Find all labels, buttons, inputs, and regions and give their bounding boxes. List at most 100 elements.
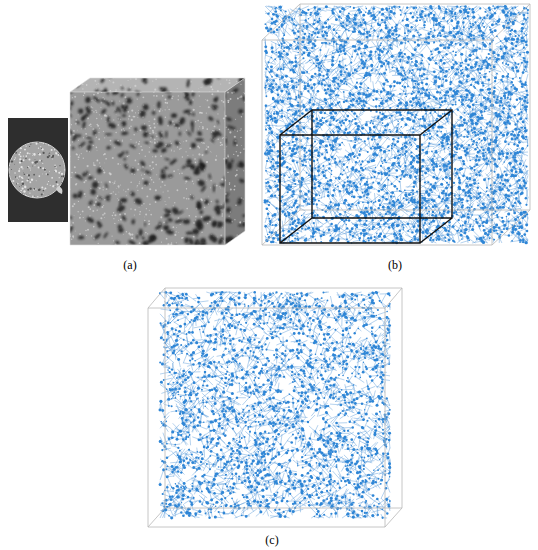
matrix-grain [229,243,231,245]
matrix-grain [154,142,156,144]
slice-speckle [48,154,49,155]
matrix-grain [66,88,67,89]
matrix-grain [173,205,174,206]
matrix-grain [146,208,147,209]
matrix-grain [159,111,160,112]
matrix-grain [118,187,119,188]
matrix-grain [166,238,168,240]
matrix-grain [94,178,96,180]
matrix-grain [134,209,136,211]
matrix-grain [101,118,102,119]
matrix-grain [82,84,83,85]
matrix-grain [213,217,214,218]
matrix-grain [154,89,156,91]
slice-speckle [45,173,46,174]
matrix-grain [69,104,70,105]
matrix-grain [75,172,76,173]
slice-speckle [33,153,35,155]
matrix-grain [171,97,173,99]
matrix-grain [129,127,131,129]
matrix-grain [219,129,220,130]
matrix-grain [142,96,144,98]
matrix-grain [245,145,246,146]
matrix-grain [200,122,201,123]
matrix-grain [210,180,212,182]
matrix-grain [210,187,211,188]
pore [95,246,102,251]
matrix-grain [233,189,235,191]
slice-speckle [64,169,65,170]
matrix-grain [149,121,150,122]
matrix-grain [198,129,199,130]
matrix-grain [217,113,218,114]
matrix-grain [111,193,112,194]
matrix-grain [138,112,140,114]
matrix-grain [178,217,180,219]
pore [227,244,230,249]
matrix-grain [208,196,209,197]
matrix-grain [198,153,200,155]
matrix-grain [137,169,139,171]
matrix-grain [155,164,157,166]
matrix-grain [96,197,97,198]
slice-speckle [43,189,45,191]
matrix-grain [110,81,111,82]
matrix-grain [123,103,125,105]
matrix-grain [230,245,232,247]
matrix-grain [112,182,113,183]
matrix-grain [207,248,209,250]
pore [66,88,69,92]
matrix-grain [146,195,148,197]
matrix-grain [83,95,84,96]
matrix-grain [123,190,124,191]
matrix-grain [85,180,87,182]
matrix-grain [137,98,138,99]
matrix-grain [220,188,221,189]
matrix-grain [189,147,191,149]
matrix-grain [170,141,171,142]
matrix-grain [99,187,101,189]
matrix-grain [222,215,223,216]
matrix-grain [109,80,110,81]
matrix-grain [188,215,190,217]
matrix-grain [155,189,157,191]
slice-speckle [33,174,35,176]
slice-speckle [14,159,15,160]
matrix-grain [240,137,241,138]
matrix-grain [144,217,145,218]
matrix-grain [183,93,184,94]
matrix-grain [130,182,132,184]
matrix-grain [155,155,157,157]
matrix-grain [131,110,133,112]
matrix-grain [230,98,232,100]
matrix-grain [239,97,240,98]
slice-speckle [14,164,15,165]
matrix-grain [124,130,125,131]
matrix-grain [113,212,114,213]
matrix-grain [86,150,88,152]
pore [110,245,116,250]
matrix-grain [76,155,77,156]
matrix-grain [70,177,71,178]
slice-speckle [18,170,20,172]
matrix-grain [227,92,229,94]
matrix-grain [117,185,119,187]
matrix-grain [116,73,118,75]
matrix-grain [234,185,236,187]
matrix-grain [221,100,223,102]
matrix-grain [149,210,150,211]
slice-speckle [28,166,29,167]
matrix-grain [67,233,69,235]
matrix-grain [185,182,186,183]
matrix-grain [134,174,135,175]
slice-speckle [52,185,54,187]
matrix-grain [190,194,191,195]
full-network-throat [408,41,413,49]
matrix-grain [96,209,97,210]
slice-speckle [51,149,53,151]
matrix-grain [68,181,70,183]
pore [192,229,199,235]
matrix-grain [144,123,145,124]
matrix-grain [128,115,130,117]
matrix-grain [198,88,199,89]
